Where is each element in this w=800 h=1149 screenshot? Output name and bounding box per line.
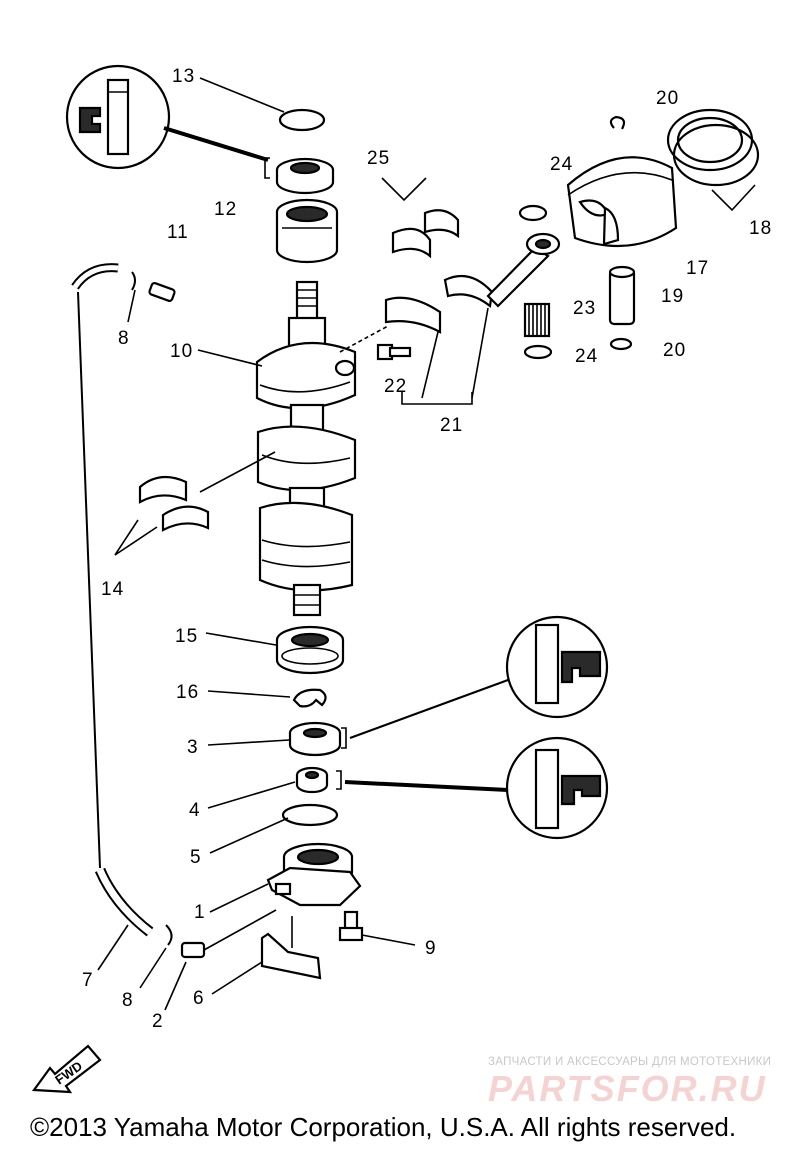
detail-inset-oil-seal-top [65,64,269,170]
fitting-2 [180,909,277,959]
bearing-25 [381,177,460,259]
watermark-caption: ЗАПЧАСТИ И АКСЕССУАРЫ ДЛЯ МОТОТЕХНИКИ [488,1056,772,1068]
callout-4: 4 [189,800,201,821]
bracket-6 [260,916,322,980]
needle-bearing-23 [523,302,551,338]
oil-seal-12 [264,157,335,195]
callout-15: 15 [175,626,198,647]
callout-18: 18 [749,218,772,239]
piston-rings-18 [666,108,760,212]
callout-24: 24 [550,154,573,175]
clip-8-bottom [165,924,173,946]
ball-bearing-15 [275,625,345,675]
fwd-direction-arrow: FWD [31,1044,102,1094]
hose-7-bottom [94,867,154,937]
washer-24-bottom [523,344,553,360]
bolt-22 [376,343,412,361]
circlip-20-top [609,115,626,130]
callout-8-lower: 8 [122,990,134,1011]
detail-inset-oil-seal-4 [344,736,609,840]
o-ring-5 [281,803,339,827]
callout-7: 7 [82,970,94,991]
detail-inset-oil-seal-3 [349,615,609,740]
copyright-notice: ©2013 Yamaha Motor Corporation, U.S.A. A… [30,1112,737,1142]
oil-seal-3 [288,721,347,757]
callout-20: 20 [656,88,679,109]
main-bearing-14 [114,451,276,556]
callout-8: 8 [118,328,130,349]
callout-24-lower: 24 [575,346,598,367]
callout-11: 11 [167,222,189,243]
callout-3: 3 [187,737,199,758]
callout-25: 25 [367,148,390,169]
oil-seal-4 [295,766,342,794]
callout-12: 12 [214,199,237,220]
bearing-housing-1 [266,842,362,907]
bearing-11 [275,198,339,264]
callout-14: 14 [101,579,124,600]
callout-22: 22 [384,376,407,397]
callout-9: 9 [425,938,437,959]
connecting-rod-21 [384,232,561,405]
snap-ring-16 [292,688,327,708]
o-ring-13 [278,108,326,132]
washer-24-top [518,204,548,222]
callout-10: 10 [170,341,193,362]
circlip-20-bottom [609,337,633,351]
callout-labels: 13 12 11 8 10 25 24 20 18 17 19 23 24 20… [82,66,772,1032]
callout-5: 5 [190,847,202,868]
callout-17: 17 [686,258,709,279]
hose-clip-assembly-top [71,263,176,302]
callout-1: 1 [194,902,206,923]
crankshaft-10 [255,280,357,617]
callout-2: 2 [152,1011,164,1032]
callout-13: 13 [172,66,195,87]
piston-17 [566,156,678,248]
piston-pin-19 [608,265,636,326]
bolt-9 [338,910,364,942]
hose-7-long-run [77,291,101,869]
callout-23: 23 [573,298,596,319]
callout-20-lower: 20 [663,340,686,361]
callout-19: 19 [661,286,684,307]
callout-16: 16 [176,682,199,703]
watermark-logo: PARTSFOR.RU [488,1068,767,1109]
callout-21: 21 [440,415,463,436]
callout-6: 6 [193,988,205,1009]
